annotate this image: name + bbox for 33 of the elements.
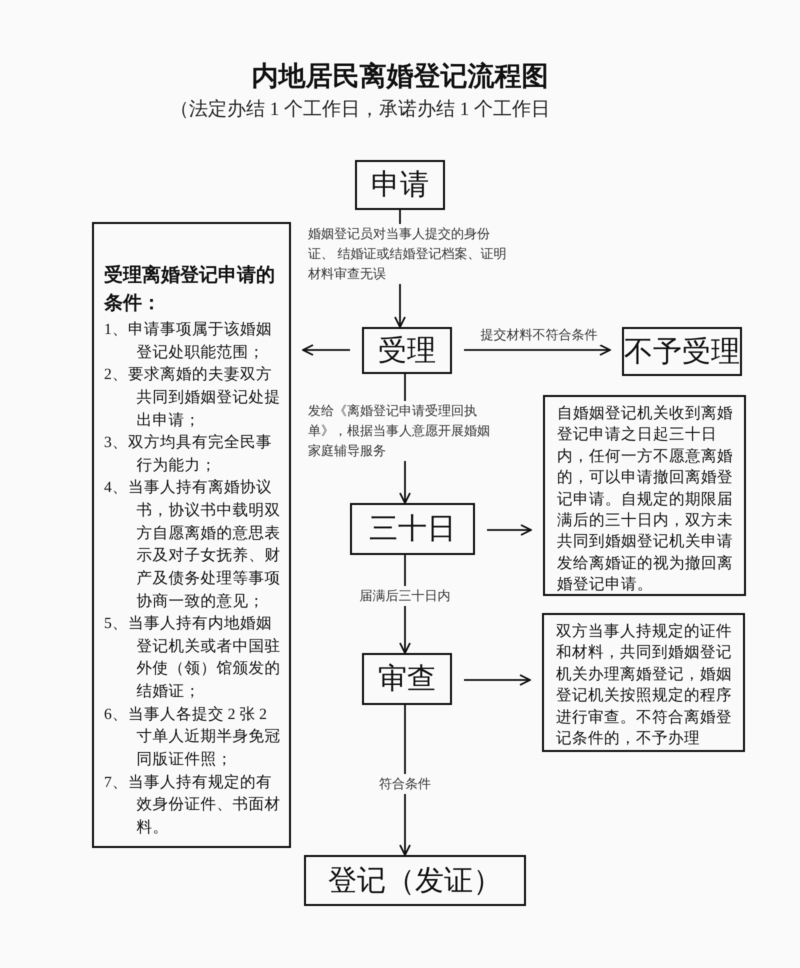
box-label: 审查 <box>378 662 436 697</box>
condition-item: 3、双方均具有完全民事行为能力； <box>104 433 273 476</box>
diagram-title: 内地居民离婚登记流程图 <box>250 60 550 93</box>
edge-label: 发给《离婚登记申请受理回执单》，根据当事人意愿开展婚姻家庭辅导服务 <box>308 401 490 462</box>
conditions-box <box>92 222 291 848</box>
box-label: 登记（发证） <box>328 864 502 898</box>
arrow <box>302 344 350 356</box>
note-box <box>543 395 746 596</box>
process-box <box>355 160 445 210</box>
process-box <box>350 503 475 555</box>
conditions-heading: 受理离婚登记申请的条件： <box>104 264 276 316</box>
process-box <box>362 653 452 705</box>
process-box <box>304 855 526 906</box>
edge-label: 婚姻登记员对当事人提交的身份证、 结婚证或结婚登记档案、证明材料审查无误 <box>308 224 508 284</box>
note-box <box>542 613 745 752</box>
condition-item: 1、申请事项属于该婚姻登记处职能范围； <box>104 320 273 363</box>
process-box <box>362 327 452 374</box>
arrow <box>464 674 531 686</box>
note-text: 自婚姻登记机关收到离婚登记申请之日起三十日内，任何一方不愿意离婚的，可以申请撤回离婚登记申请。自规定的期限届满后的三十日内，双方未共同到婚姻登记机关申请发给离婚证的视为撤回离婚登记申请。 <box>557 404 734 595</box>
arrow <box>487 524 532 536</box>
condition-item: 2、要求离婚的夫妻双方共同到婚姻登记处提出申请； <box>104 365 281 431</box>
condition-item: 5、当事人持有内地婚姻登记机关或者中国驻外使（领）馆颁发的结婚证； <box>104 614 281 702</box>
arrow <box>464 344 611 356</box>
condition-item: 6、当事人各提交 2 张 2 寸单人近期半身免冠同版证件照； <box>104 704 281 770</box>
condition-item: 7、当事人持有规定的有效身份证件、书面材料。 <box>104 772 281 838</box>
box-label: 不予受理 <box>624 334 740 370</box>
process-box <box>622 327 742 376</box>
note-text: 双方当事人持规定的证件和材料，共同到婚姻登记机关办理离婚登记，婚姻登记机关按照规定的程序进行审查。不符合离婚登记条件的，不予办理 <box>556 622 733 749</box>
box-label: 三十日 <box>369 512 456 547</box>
box-label: 申请 <box>371 168 429 203</box>
subtitle: （法定办结 1 个工作日，承诺办结 1 个工作日 <box>170 98 550 122</box>
box-label: 受理 <box>378 334 436 368</box>
condition-item: 4、当事人持有离婚协议书，协议书中载明双方自愿离婚的意思表示及对子女抚养、财产及债务处理等事项协商一致的意见； <box>104 478 281 612</box>
